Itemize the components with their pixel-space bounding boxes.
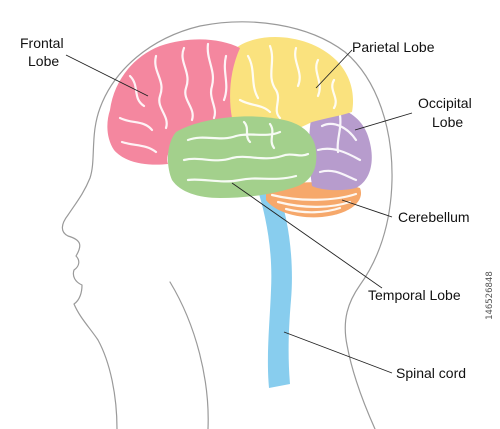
- occipital-lobe-label-line1: Occipital: [418, 95, 472, 111]
- frontal-lobe-label-line2: Lobe: [28, 53, 59, 69]
- cerebellum-folds: [270, 192, 358, 214]
- occipital-leader-line: [354, 112, 413, 131]
- frontal-lobe-shape: [107, 39, 240, 165]
- stock-id-text: 146526848: [485, 271, 495, 320]
- occipital-lobe-label-line2: Lobe: [432, 114, 463, 130]
- cerebellum-label: Cerebellum: [398, 209, 470, 225]
- occipital-gyri: [316, 113, 362, 182]
- ear-neck-line: [169, 281, 209, 429]
- parietal-lobe-shape: [226, 36, 354, 130]
- temporal-leader-line: [231, 182, 383, 289]
- spinal-cord-label: Spinal cord: [396, 365, 466, 381]
- frontal-lobe-label-line1: Frontal: [20, 35, 64, 51]
- parietal-gyri: [238, 44, 337, 120]
- temporal-gyri: [182, 120, 310, 183]
- frontal-gyri: [118, 42, 228, 154]
- occipital-lobe-shape: [309, 107, 372, 191]
- parietal-leader-line: [315, 49, 353, 89]
- cerebellum-leader-line: [341, 199, 393, 218]
- spinal-leader-line: [283, 331, 393, 374]
- parietal-lobe-label: Parietal Lobe: [352, 39, 435, 55]
- head-outline-icon: [61, 21, 393, 429]
- frontal-leader-line: [65, 54, 149, 97]
- temporal-lobe-label: Temporal Lobe: [368, 287, 461, 303]
- spinal-cord-shape: [256, 184, 292, 388]
